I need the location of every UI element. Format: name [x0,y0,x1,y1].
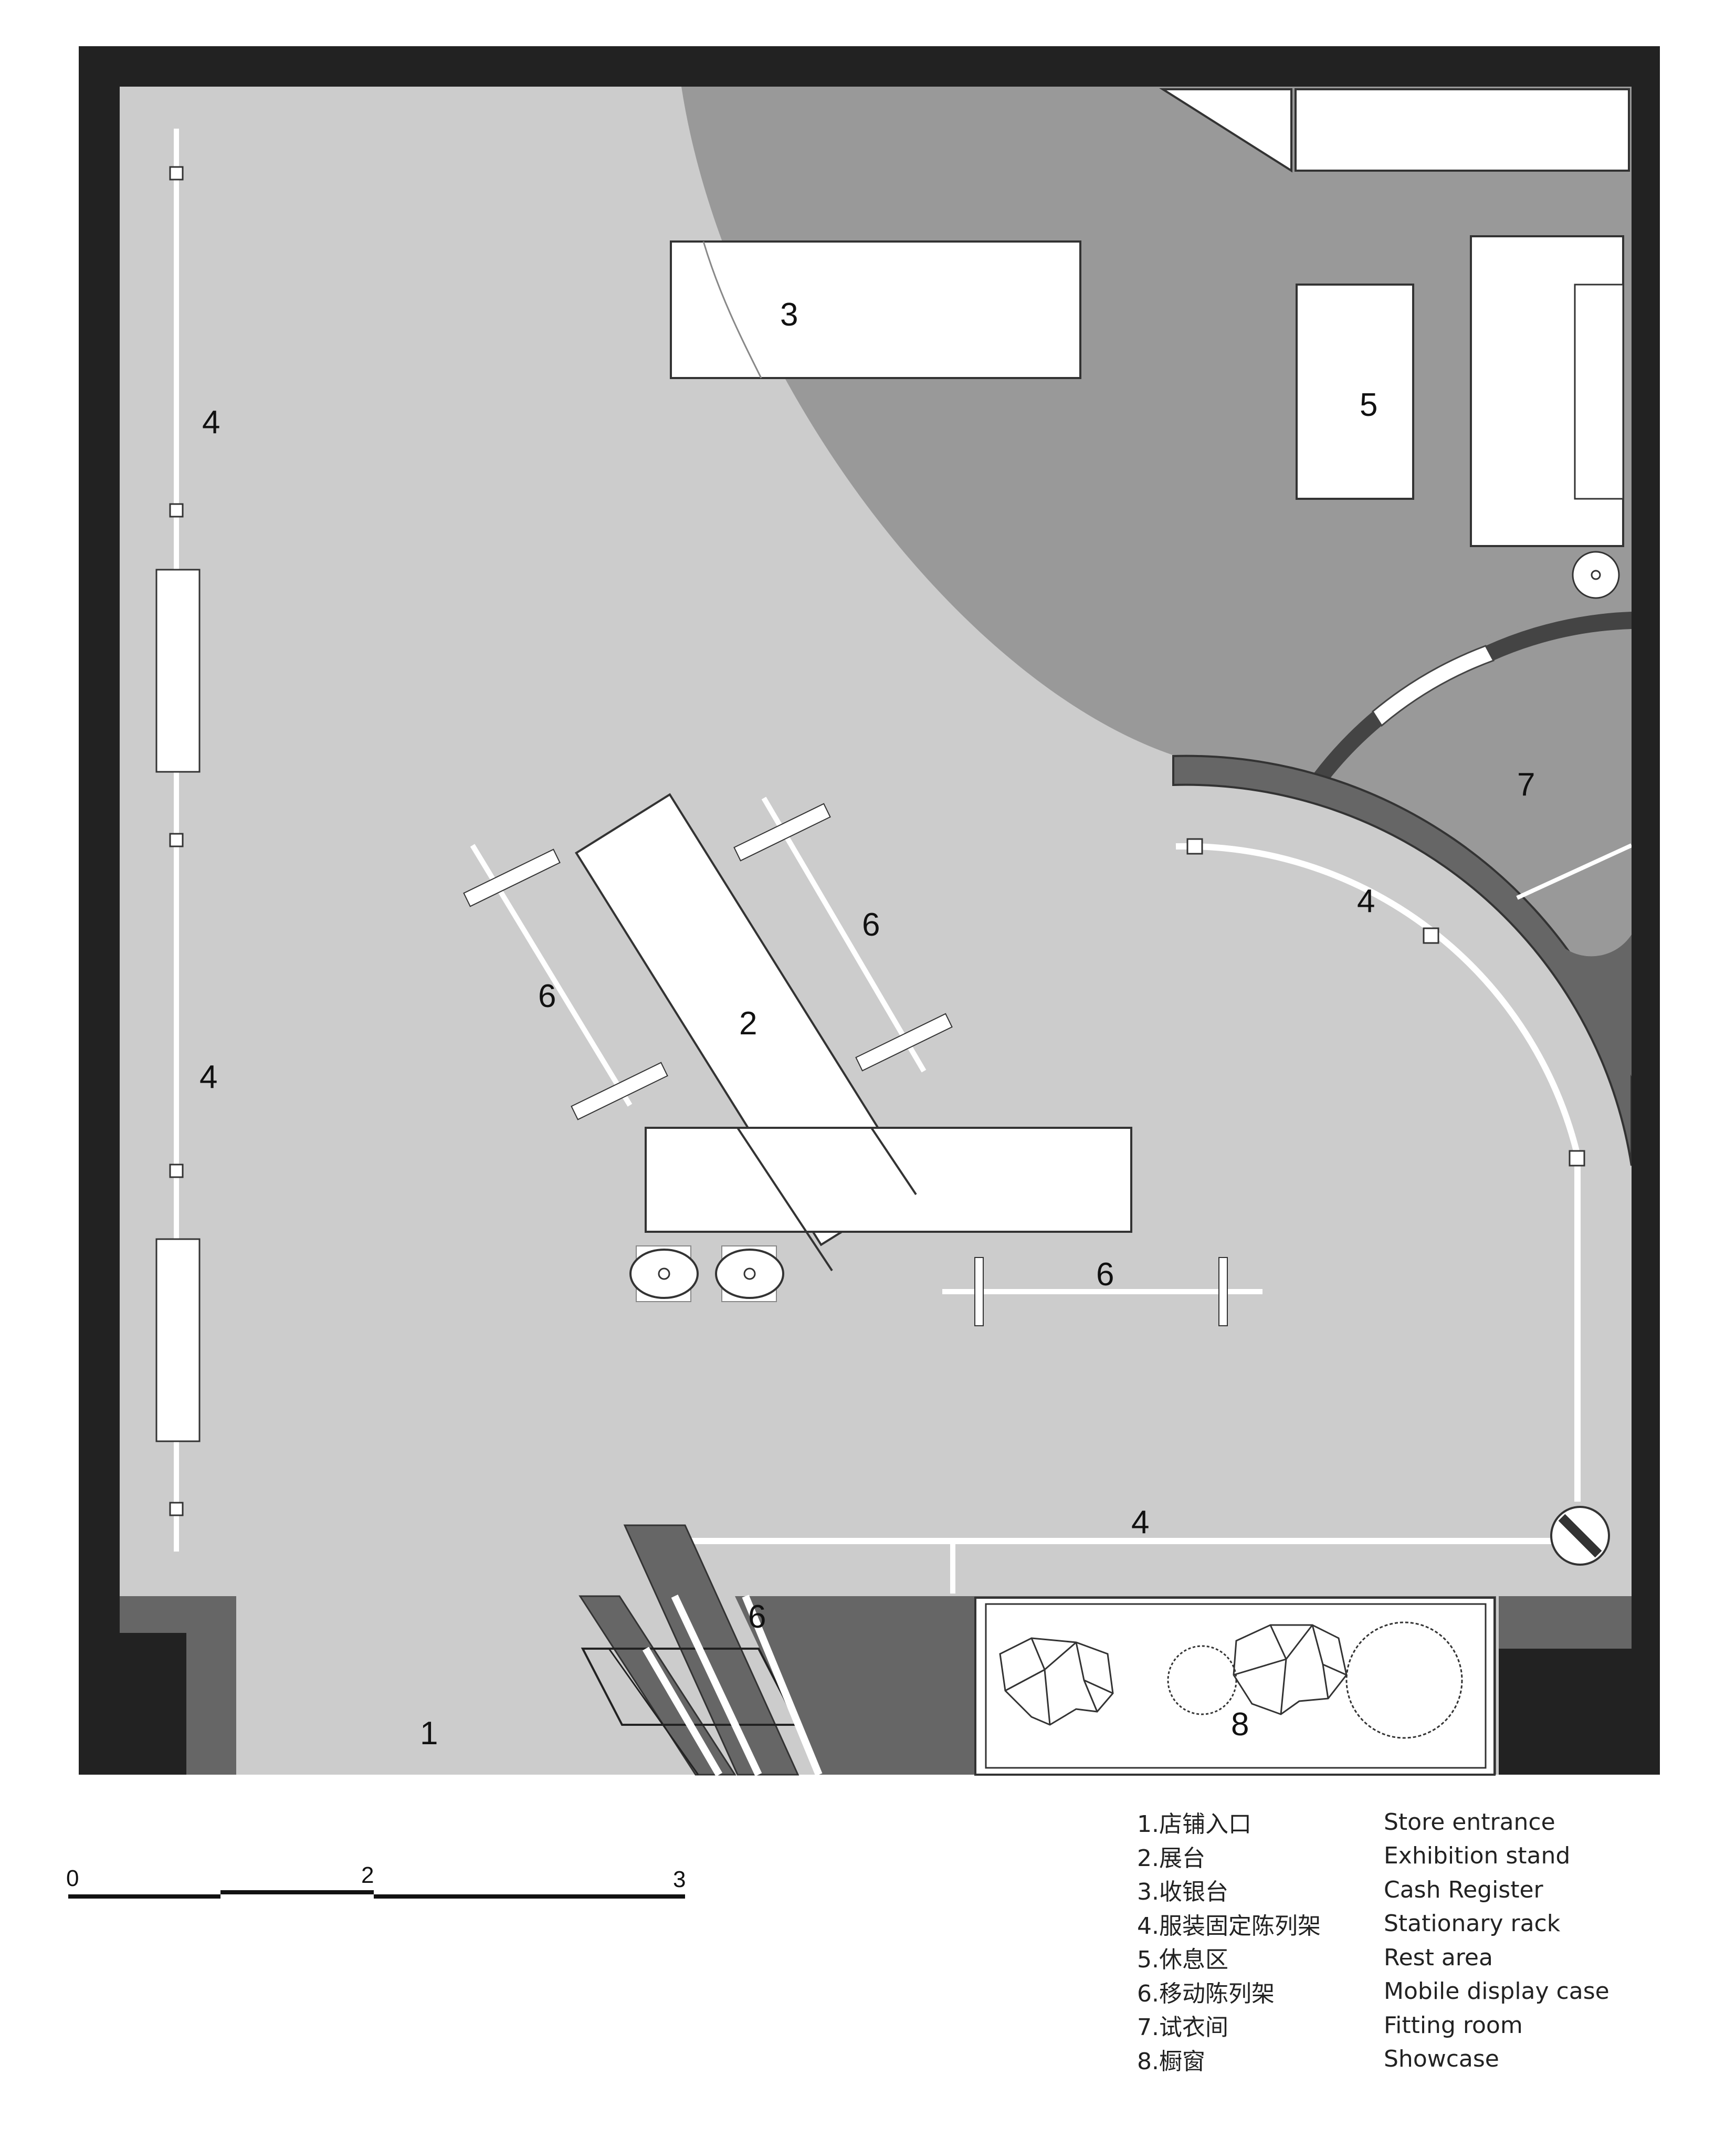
fitting-room-door-arc [1372,645,1495,727]
sofa-back [1574,284,1624,500]
fitting-mirror [1551,882,1632,1076]
label-entrance: 1 [420,1715,438,1752]
label-rack-bottom: 4 [1131,1504,1149,1540]
legend: 1.店铺入口 Store entrance 2.展台 Exhibition st… [1137,1805,1693,2076]
scale-tick-3: 3 [673,1867,686,1892]
showcase-rock-center [1233,1624,1348,1715]
fitting-divider [1516,843,1632,900]
legend-en: Mobile display case [1384,1978,1609,2005]
mobile-rack-left [463,844,668,1120]
legend-cn: 3.收银台 [1137,1879,1228,1906]
legend-cn: 8.橱窗 [1137,2048,1205,2075]
fitting-room-floor [1307,611,1632,1166]
exhibition-stand-horizontal [645,1127,1132,1233]
legend-cn: 2.展台 [1137,1844,1205,1872]
mobile-rack-center [942,1257,1262,1326]
legend-cn: 5.休息区 [1137,1946,1228,1974]
legend-row: 8.橱窗 Showcase [1137,2042,1693,2077]
left-rack-joint [169,1502,184,1516]
rotating-mirror-bar [1558,1514,1602,1558]
mobile-rack-right [733,796,953,1073]
side-stool [1572,551,1620,599]
entrance-left-wall [79,1633,186,1775]
scale-bar: 0 2 3 [66,1862,686,1899]
legend-row: 3.收银台 Cash Register [1137,1873,1693,1907]
showcase-shrub-small [1167,1645,1237,1715]
scale-tick-0: 0 [66,1865,79,1891]
showcase-right-panel [1499,1596,1632,1649]
left-rack-joint [169,1164,184,1178]
scale-tick-2: 2 [361,1862,374,1888]
label-mobile-center: 6 [1096,1256,1114,1293]
left-rack-joint [169,503,184,518]
label-rest-area: 5 [1360,387,1377,423]
legend-en: Store entrance [1384,1808,1555,1836]
exhibition-stand-group [575,793,1132,1272]
stool [629,1249,699,1299]
fitting-room-ring [1486,612,1632,661]
showcase-shrub-large [1345,1621,1463,1739]
legend-en: Showcase [1384,2046,1499,2073]
door-panel [1295,88,1630,172]
legend-cn: 4.服装固定陈列架 [1137,1912,1321,1940]
label-rack-left-upper: 4 [202,404,220,441]
label-exhibition-stand: 2 [739,1005,757,1042]
label-fitting-room: 7 [1517,767,1535,803]
entrance-left-dark-panel [120,1596,236,1775]
exhibition-stand-diagonal-overlap [737,1127,833,1272]
curved-rack-joint [1186,838,1203,855]
entrance-mobile-rack [578,1524,823,1777]
legend-row: 4.服装固定陈列架 Stationary rack [1137,1907,1693,1941]
legend-row: 6.移动陈列架 Mobile display case [1137,1975,1693,2009]
cash-register [670,240,1081,379]
entrance-right-wall [1499,1649,1660,1775]
entrance-right-dark-panel [735,1596,974,1775]
exhibition-stand-diagonal-overlap [870,1127,917,1196]
left-shelf-lower [155,1238,201,1442]
curved-rack-joint [1569,1150,1585,1167]
legend-cn: 6.移动陈列架 [1137,1980,1275,2007]
label-mobile-right: 6 [862,907,880,943]
legend-en: Fitting room [1384,2011,1523,2039]
legend-row: 5.休息区 Rest area [1137,1941,1693,1975]
cash-register-arc [702,241,762,379]
stool [715,1249,784,1299]
left-shelf-upper [155,569,201,773]
door-swing [1159,88,1292,173]
curved-rack-joint [1423,927,1439,944]
curved-partition-wall [1172,754,1632,1166]
legend-cn: 1.店铺入口 [1137,1811,1251,1838]
legend-row: 1.店铺入口 Store entrance [1137,1805,1693,1839]
fitting-room-ring-left [1307,711,1382,788]
label-mobile-entrance: 6 [748,1599,766,1635]
stool-center [743,1267,756,1280]
showcase-rock-left [999,1637,1114,1726]
stool-center [658,1267,670,1280]
label-rack-left-lower: 4 [199,1059,217,1095]
label-cash-register: 3 [780,297,798,333]
side-stool-center [1591,570,1601,580]
legend-row: 2.展台 Exhibition stand [1137,1839,1693,1873]
legend-en: Cash Register [1384,1876,1543,1903]
label-mobile-left: 6 [538,978,556,1014]
label-rack-curved: 4 [1357,883,1375,919]
legend-en: Stationary rack [1384,1910,1561,1937]
rest-table [1296,284,1414,500]
left-rack-joint [169,166,184,181]
legend-cn: 7.试衣间 [1137,2014,1228,2041]
legend-row: 7.试衣间 Fitting room [1137,2008,1693,2042]
legend-en: Exhibition stand [1384,1842,1571,1870]
legend-en: Rest area [1384,1944,1493,1971]
label-showcase: 8 [1231,1706,1249,1743]
left-rack-joint [169,833,184,847]
